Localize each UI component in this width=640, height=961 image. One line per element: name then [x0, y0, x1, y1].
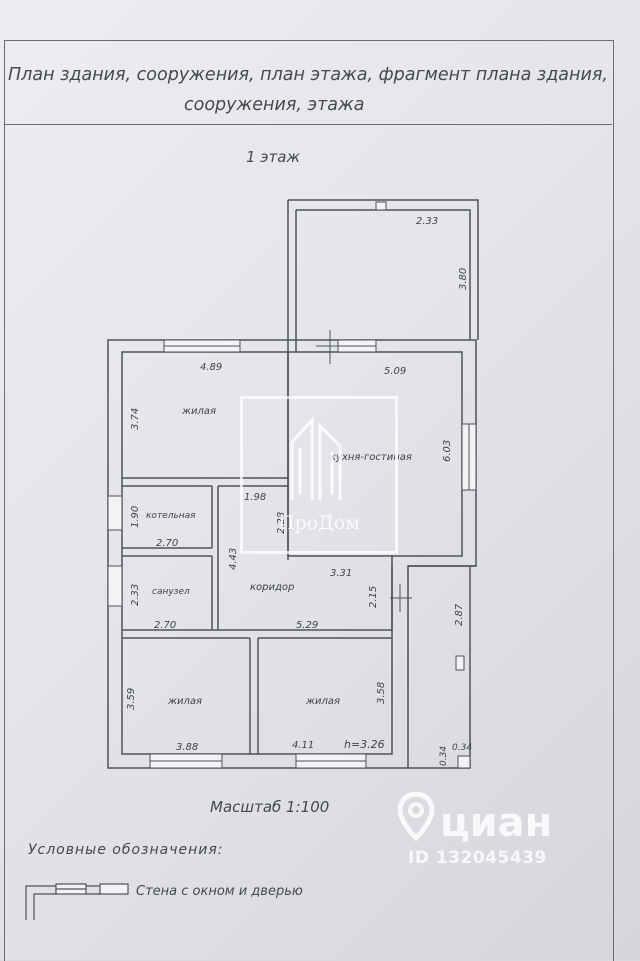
room-label-corridor: коридор: [250, 582, 294, 593]
dim-corridor-h: 4.43: [228, 548, 239, 570]
dim-corridor-w2: 5.29: [296, 620, 318, 631]
room-label-boiler: котельная: [146, 511, 196, 521]
dim-living2-w: 3.88: [176, 742, 198, 753]
dim-bath-w: 2.70: [154, 620, 176, 631]
room-label-living-1: жилая: [181, 406, 216, 417]
dim-living2-h: 3.59: [126, 688, 137, 710]
room-label-kitchen: кухня-гостиная: [330, 452, 412, 463]
dim-corridor-w1: 3.31: [330, 568, 352, 579]
title-divider: [4, 124, 612, 125]
dim-hall-h: 2.15: [368, 586, 379, 608]
dim-kitchen-h: 6.03: [442, 440, 453, 462]
dim-living1-w: 4.89: [200, 362, 222, 373]
legend-heading: Условные обозначения:: [28, 842, 224, 858]
dim-terrace-w: 2.33: [416, 216, 438, 227]
window: [107, 565, 123, 607]
drawing-frame: [4, 40, 614, 961]
dim-living3-w: 4.11: [292, 740, 314, 751]
title-line-2: сооружения, этажа: [184, 95, 365, 115]
document-title: План здания, сооружения, план этажа, фра…: [8, 60, 608, 120]
brand-watermark: ПроДом: [240, 396, 398, 554]
brand-watermark-text: ПроДом: [278, 512, 360, 534]
cian-listing-id: ID 132045439: [408, 848, 547, 868]
dim-living1-h: 3.74: [130, 408, 141, 430]
porch-outline: [408, 565, 471, 769]
dim-boiler-h: 1.90: [130, 506, 141, 528]
room-label-living-3: жилая: [305, 696, 340, 707]
dim-kitchen-inner: 1.98: [244, 492, 266, 503]
scale-label: Масштаб 1:100: [210, 798, 330, 816]
dim-terrace-h: 3.80: [458, 268, 469, 290]
floor-label: 1 этаж: [246, 148, 300, 166]
legend-item-text: Стена с окном и дверью: [136, 884, 303, 899]
dim-living3-h: 3.58: [376, 682, 387, 704]
terrace-outline: [288, 199, 479, 340]
location-pin-icon: [398, 791, 435, 842]
dim-wall-a: 0.34: [439, 746, 449, 766]
room-label-bathroom: санузел: [152, 587, 190, 597]
room-label-living-2: жилая: [167, 696, 202, 707]
dim-bath-h: 2.33: [130, 584, 141, 606]
dim-porch-h: 2.87: [454, 603, 465, 626]
dim-wall-b: 0.34: [452, 743, 472, 753]
brand-watermark-logo: [290, 416, 342, 500]
dim-boiler-w: 2.70: [156, 538, 178, 549]
window: [107, 495, 123, 531]
cian-wordmark: циан: [440, 800, 553, 846]
ceiling-height: h=3.26: [344, 738, 385, 751]
dim-kitchen-w: 5.09: [384, 366, 406, 377]
brand-watermark-frame: [240, 396, 398, 554]
title-line-1: План здания, сооружения, план этажа, фра…: [8, 65, 608, 85]
dim-kitchen-inner-h: 2.28: [276, 512, 287, 534]
